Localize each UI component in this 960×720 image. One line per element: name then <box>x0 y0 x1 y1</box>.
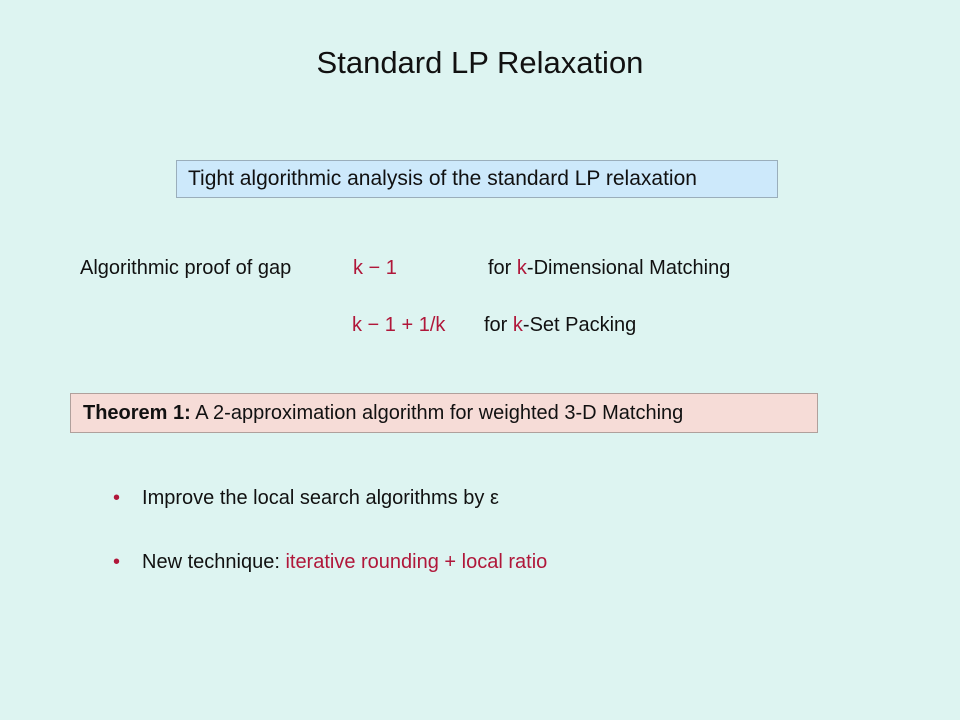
bullet-text: New technique: <box>142 551 286 573</box>
summary-box: Tight algorithmic analysis of the standa… <box>176 160 778 198</box>
gap-var-k: k <box>516 257 527 279</box>
gap-for-word: for <box>488 257 517 279</box>
theorem-text: A 2-approximation algorithm for weighted… <box>190 402 684 424</box>
bullet-text: Improve the local search algorithms by ε <box>142 487 499 509</box>
bullet-item: • New technique: iterative rounding + loc… <box>113 551 547 574</box>
bullet-marker: • <box>113 487 121 509</box>
gap-var-k: k <box>512 314 523 336</box>
slide-title: Standard LP Relaxation <box>316 45 644 80</box>
theorem-label: Theorem 1: <box>83 402 191 424</box>
gap-for-word: for <box>484 314 513 336</box>
gap-problem-matching: for k-Dimensional Matching <box>488 257 730 280</box>
theorem-box: Theorem 1: A 2-approximation algorithm f… <box>70 393 818 433</box>
gap-problem-name: -Dimensional Matching <box>526 257 731 279</box>
bullet-marker: • <box>113 551 121 573</box>
gap-intro-text: Algorithmic proof of gap <box>80 257 292 279</box>
gap-value-set-packing: k − 1 + 1/k <box>352 314 446 336</box>
gap-problem-set-packing: for k-Set Packing <box>484 314 636 337</box>
bullet-highlight: iterative rounding + local ratio <box>285 551 548 573</box>
gap-problem-name: -Set Packing <box>522 314 637 336</box>
bullet-item: • Improve the local search algorithms by … <box>113 487 499 510</box>
gap-value-matching: k − 1 <box>353 257 397 279</box>
